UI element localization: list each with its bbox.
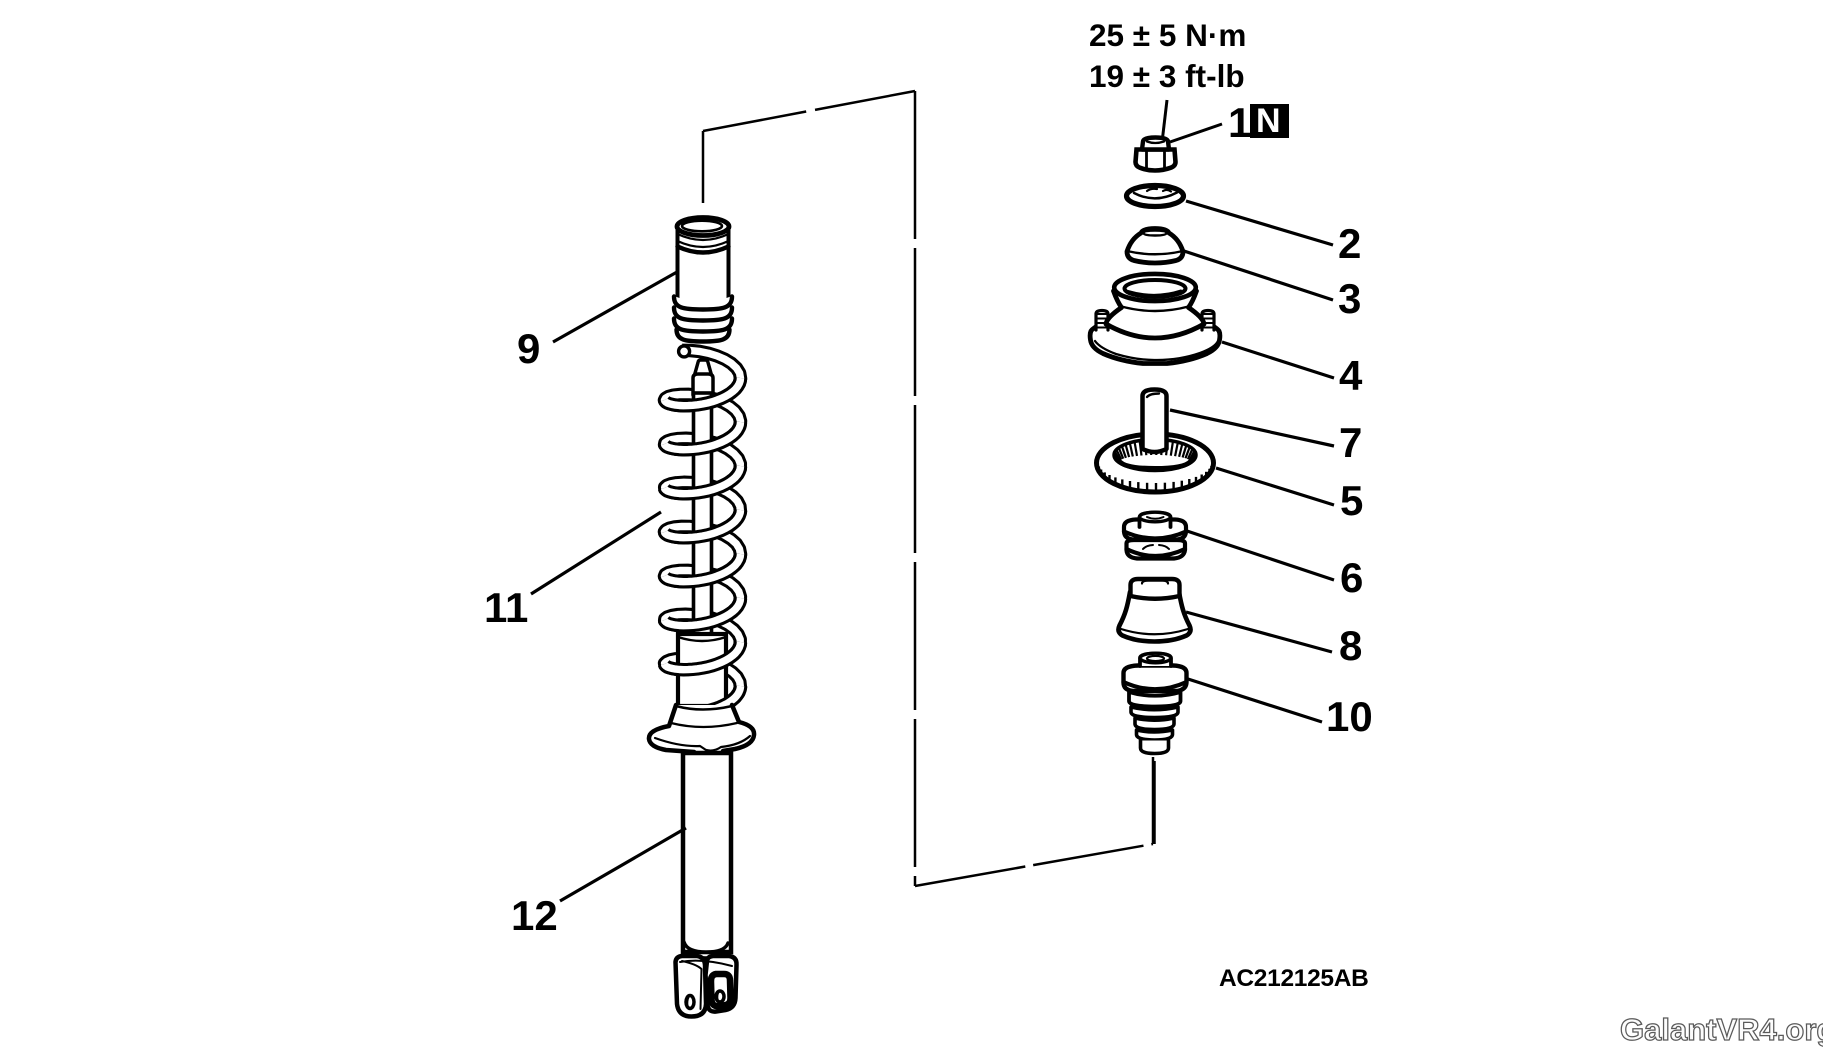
svg-text:6: 6	[1340, 554, 1363, 601]
svg-text:1: 1	[1228, 99, 1251, 146]
svg-text:AC212125AB: AC212125AB	[1219, 965, 1369, 992]
svg-text:7: 7	[1339, 419, 1362, 466]
svg-text:GalantVR4.org: GalantVR4.org	[1620, 1012, 1823, 1047]
svg-text:10: 10	[1326, 693, 1373, 740]
svg-text:19 ± 3 ft-lb: 19 ± 3 ft-lb	[1089, 58, 1245, 94]
svg-text:N: N	[1256, 102, 1281, 140]
svg-text:11: 11	[484, 584, 528, 631]
svg-text:9: 9	[517, 325, 540, 372]
svg-text:4: 4	[1339, 352, 1363, 399]
svg-text:8: 8	[1339, 622, 1362, 669]
svg-text:12: 12	[511, 892, 558, 939]
svg-text:3: 3	[1338, 275, 1361, 322]
svg-text:5: 5	[1340, 477, 1363, 524]
svg-text:25 ± 5 N·m: 25 ± 5 N·m	[1089, 17, 1246, 53]
svg-text:2: 2	[1338, 220, 1361, 267]
